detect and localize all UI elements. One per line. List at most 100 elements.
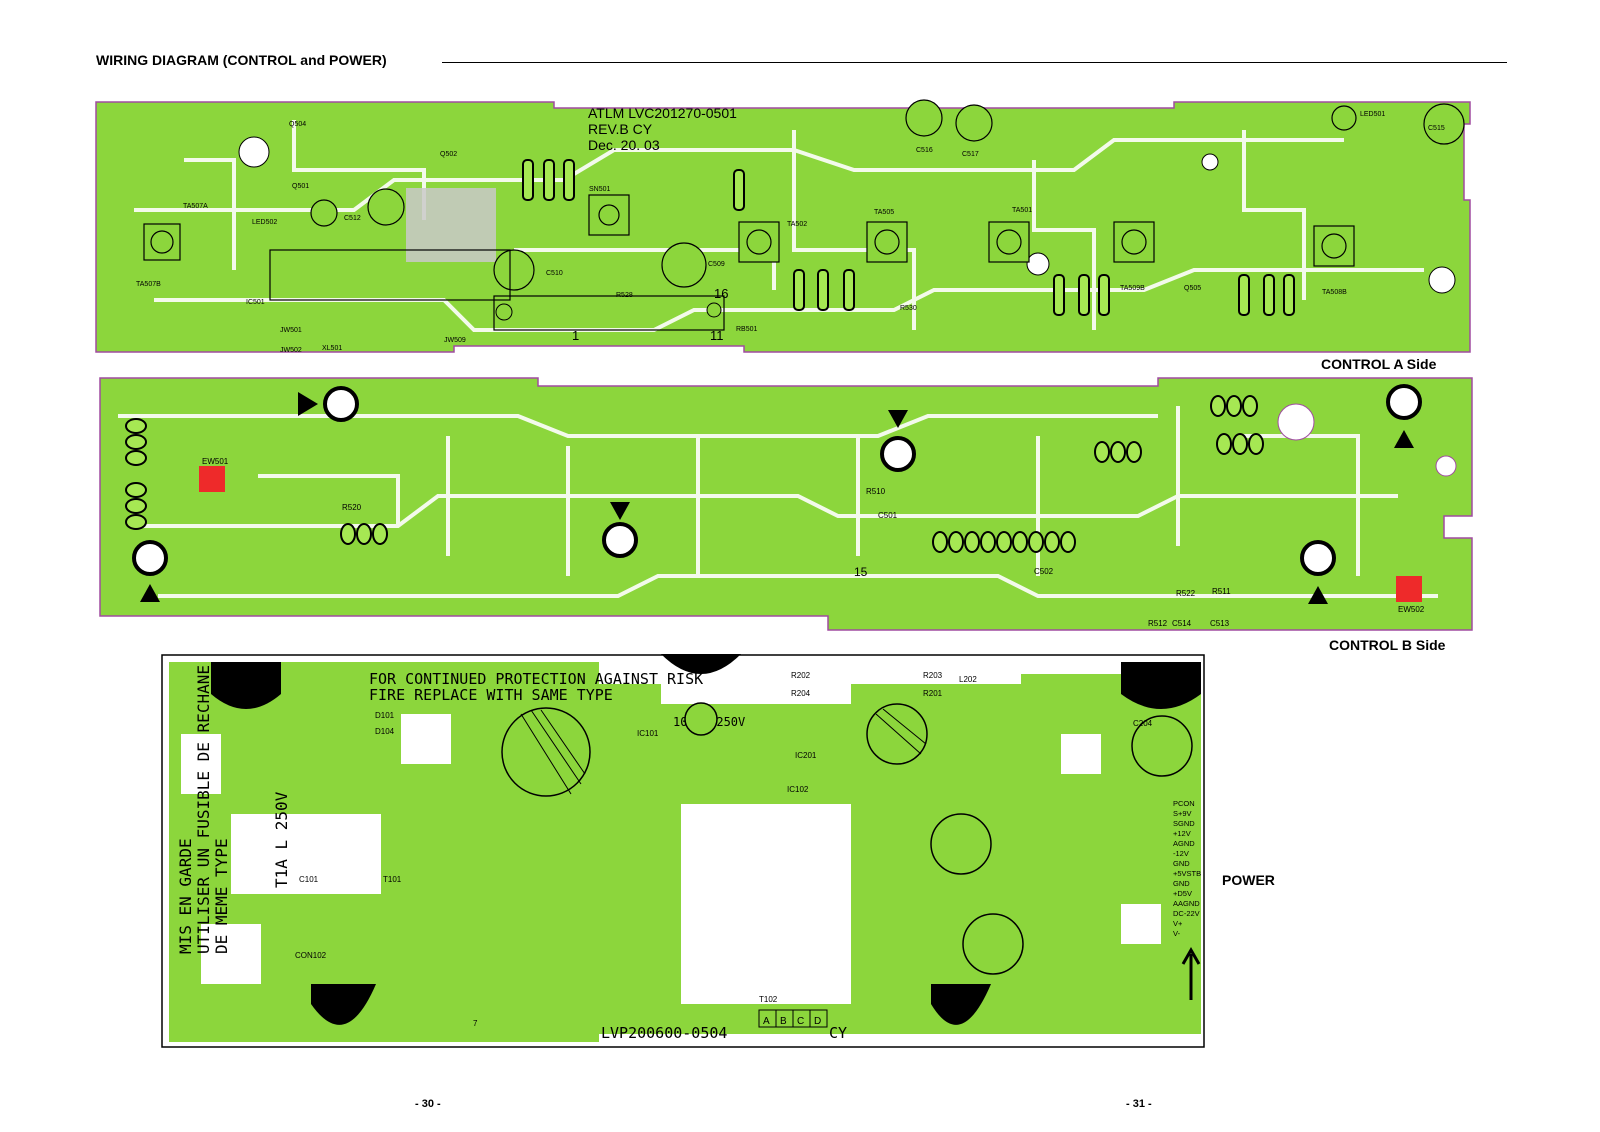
- svg-text:7: 7: [473, 1019, 478, 1028]
- svg-text:TA502: TA502: [787, 221, 807, 228]
- svg-text:TA505: TA505: [874, 209, 894, 216]
- power-warning-en-1: FOR CONTINUED PROTECTION AGAINST RISK: [369, 670, 703, 688]
- svg-text:C: C: [797, 1016, 804, 1027]
- power-warning-fr-3: DE MEME TYPE: [212, 838, 231, 954]
- page-title: WIRING DIAGRAM (CONTROL and POWER): [96, 52, 387, 68]
- svg-text:R530: R530: [900, 305, 917, 312]
- svg-text:IC101: IC101: [637, 729, 659, 738]
- svg-text:IC102: IC102: [787, 785, 809, 794]
- svg-text:-12V: -12V: [1173, 849, 1189, 858]
- svg-text:15: 15: [854, 565, 868, 579]
- svg-text:SGND: SGND: [1173, 819, 1195, 828]
- ew502-label: EW502: [1398, 605, 1425, 614]
- control-a-rev: REV.B CY: [588, 121, 653, 137]
- power-warning-fr-2: UTILISER UN FUSIBLE DE RECHANE: [194, 665, 213, 954]
- svg-text:T101: T101: [383, 875, 402, 884]
- svg-text:C513: C513: [1210, 619, 1230, 628]
- svg-text:R522: R522: [1176, 589, 1196, 598]
- svg-text:T102: T102: [759, 995, 778, 1004]
- svg-text:16: 16: [714, 286, 728, 301]
- svg-text:R520: R520: [342, 503, 362, 512]
- svg-text:Q505: Q505: [1184, 285, 1201, 292]
- page-number-right: - 31 -: [1126, 1098, 1152, 1110]
- svg-text:GND: GND: [1173, 879, 1190, 888]
- svg-text:C204: C204: [1133, 719, 1153, 728]
- svg-text:+D5V: +D5V: [1173, 889, 1192, 898]
- ew502-marker: [1396, 576, 1422, 602]
- svg-text:Q504: Q504: [289, 121, 306, 128]
- control-a-part-number: ATLM LVC201270-0501: [588, 105, 737, 121]
- svg-text:DC-22V: DC-22V: [1173, 909, 1200, 918]
- svg-text:LED502: LED502: [252, 219, 277, 226]
- svg-text:A: A: [763, 1016, 770, 1027]
- svg-text:TA507B: TA507B: [136, 281, 161, 288]
- svg-text:C515: C515: [1428, 125, 1445, 132]
- svg-text:L202: L202: [959, 675, 977, 684]
- svg-text:D104: D104: [375, 727, 395, 736]
- svg-text:AGND: AGND: [1173, 839, 1195, 848]
- svg-text:JW509: JW509: [444, 337, 466, 344]
- svg-text:C512: C512: [344, 215, 361, 222]
- svg-text:PCON: PCON: [1173, 799, 1195, 808]
- svg-text:SN501: SN501: [589, 186, 611, 193]
- svg-text:V+: V+: [1173, 919, 1183, 928]
- svg-text:1: 1: [572, 328, 579, 343]
- svg-text:C502: C502: [1034, 567, 1054, 576]
- power-rev-suffix: CY: [829, 1024, 847, 1042]
- power-label: POWER: [1222, 872, 1275, 888]
- svg-text:XL501: XL501: [322, 345, 342, 352]
- ew501-label: EW501: [202, 457, 229, 466]
- page-number-left: - 30 -: [415, 1098, 441, 1110]
- svg-text:+12V: +12V: [1173, 829, 1191, 838]
- svg-text:IC501: IC501: [246, 299, 265, 306]
- svg-text:C517: C517: [962, 151, 979, 158]
- svg-text:+5VSTB: +5VSTB: [1173, 869, 1201, 878]
- svg-text:D101: D101: [375, 711, 395, 720]
- svg-text:R202: R202: [791, 671, 811, 680]
- ew501-marker: [199, 466, 225, 492]
- svg-text:TA507A: TA507A: [183, 203, 208, 210]
- svg-text:Q502: Q502: [440, 151, 457, 158]
- power-warning-fr-1: MIS EN GARDE: [176, 838, 195, 954]
- power-board: FOR CONTINUED PROTECTION AGAINST RISK FI…: [161, 654, 1205, 1048]
- control-b-label: CONTROL B Side: [1329, 637, 1446, 653]
- svg-text:GND: GND: [1173, 859, 1190, 868]
- svg-text:R511: R511: [1212, 587, 1231, 596]
- svg-text:C101: C101: [299, 875, 319, 884]
- svg-text:CON102: CON102: [295, 951, 327, 960]
- svg-text:IC201: IC201: [795, 751, 817, 760]
- title-rule: [442, 62, 1507, 63]
- svg-text:R510: R510: [866, 487, 886, 496]
- svg-text:C510: C510: [546, 270, 563, 277]
- control-a-label: CONTROL A Side: [1321, 356, 1437, 372]
- svg-text:R512: R512: [1148, 619, 1168, 628]
- svg-text:11: 11: [710, 328, 724, 343]
- control-a-board: ATLM LVC201270-0501 REV.B CY Dec. 20. 03…: [95, 99, 1471, 354]
- svg-text:Q501: Q501: [292, 183, 309, 190]
- svg-text:V-: V-: [1173, 929, 1181, 938]
- svg-text:TA509B: TA509B: [1120, 285, 1145, 292]
- svg-text:R201: R201: [923, 689, 943, 698]
- svg-text:RB501: RB501: [736, 326, 758, 333]
- svg-text:JW502: JW502: [280, 347, 302, 354]
- fuse-rating: T1A L 250V: [272, 791, 291, 888]
- svg-text:R203: R203: [923, 671, 943, 680]
- svg-text:C501: C501: [878, 511, 898, 520]
- power-part-number: LVP200600-0504: [601, 1024, 727, 1042]
- svg-text:AAGND: AAGND: [1173, 899, 1200, 908]
- svg-text:R204: R204: [791, 689, 811, 698]
- control-a-date: Dec. 20. 03: [588, 137, 660, 153]
- svg-text:TA501: TA501: [1012, 207, 1032, 214]
- svg-text:LED501: LED501: [1360, 111, 1385, 118]
- svg-text:C514: C514: [1172, 619, 1192, 628]
- svg-text:TA508B: TA508B: [1322, 289, 1347, 296]
- svg-text:B: B: [780, 1016, 787, 1027]
- svg-text:R528: R528: [616, 292, 633, 299]
- svg-text:C516: C516: [916, 147, 933, 154]
- svg-text:JW501: JW501: [280, 327, 302, 334]
- svg-text:S+9V: S+9V: [1173, 809, 1192, 818]
- power-warning-en-2: FIRE REPLACE WITH SAME TYPE: [369, 686, 613, 704]
- svg-text:D: D: [814, 1016, 821, 1027]
- svg-text:C509: C509: [708, 261, 725, 268]
